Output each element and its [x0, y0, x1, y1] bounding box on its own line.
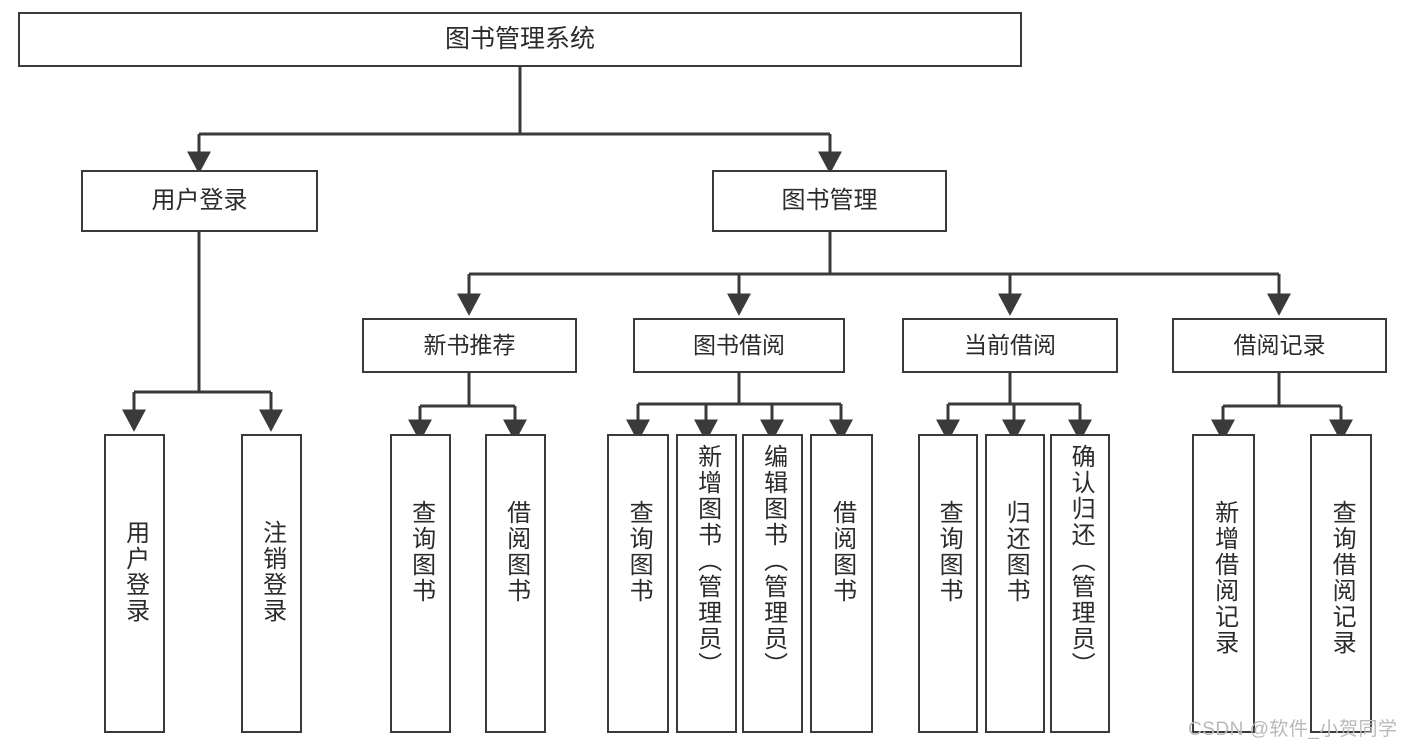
leaf-borrow-book-recommend[interactable]: 借阅图书	[485, 434, 546, 733]
node-label: 查询借阅记录	[1328, 500, 1356, 656]
node-label: 用户登录	[151, 187, 248, 215]
node-label: 注销登录	[258, 520, 286, 624]
node-label: 用户登录	[121, 520, 149, 624]
node-book-management[interactable]: 图书管理	[712, 170, 947, 232]
node-label: 新增图书（管理员）	[693, 444, 721, 678]
leaf-logout[interactable]: 注销登录	[241, 434, 302, 733]
watermark: CSDN @软件_小贺同学	[1188, 719, 1398, 740]
leaf-query-book-borrow[interactable]: 查询图书	[607, 434, 669, 733]
leaf-edit-book-admin[interactable]: 编辑图书（管理员）	[742, 434, 803, 733]
node-label: 查询图书	[625, 500, 653, 604]
node-label: 借阅图书	[502, 500, 530, 604]
leaf-add-book-admin[interactable]: 新增图书（管理员）	[676, 434, 737, 733]
node-label: 归还图书	[1002, 500, 1030, 604]
leaf-query-book-current[interactable]: 查询图书	[918, 434, 978, 733]
node-label: 新增借阅记录	[1210, 500, 1238, 656]
leaf-borrow-book[interactable]: 借阅图书	[810, 434, 873, 733]
node-label: 借阅记录	[1233, 332, 1326, 359]
node-label: 确认归还（管理员）	[1067, 444, 1095, 678]
node-label: 借阅图书	[828, 500, 856, 604]
node-user-login[interactable]: 用户登录	[81, 170, 318, 232]
node-label: 新书推荐	[423, 332, 516, 359]
node-book-borrow[interactable]: 图书借阅	[633, 318, 845, 373]
leaf-query-book-recommend[interactable]: 查询图书	[390, 434, 451, 733]
node-label: 编辑图书（管理员）	[759, 444, 787, 678]
node-new-book-recommend[interactable]: 新书推荐	[362, 318, 577, 373]
leaf-add-borrow-record[interactable]: 新增借阅记录	[1192, 434, 1255, 733]
node-label: 查询图书	[407, 500, 435, 604]
node-label: 当前借阅	[964, 332, 1056, 359]
node-label: 图书管理系统	[444, 25, 595, 54]
node-label: 图书借阅	[693, 332, 785, 359]
node-borrow-record[interactable]: 借阅记录	[1172, 318, 1387, 373]
leaf-user-login[interactable]: 用户登录	[104, 434, 165, 733]
leaf-return-book[interactable]: 归还图书	[985, 434, 1045, 733]
leaf-confirm-return-admin[interactable]: 确认归还（管理员）	[1050, 434, 1110, 733]
node-current-borrow[interactable]: 当前借阅	[902, 318, 1118, 373]
node-book-management-system[interactable]: 图书管理系统	[18, 12, 1022, 67]
node-label: 查询图书	[935, 500, 963, 604]
leaf-query-borrow-record[interactable]: 查询借阅记录	[1310, 434, 1372, 733]
node-label: 图书管理	[781, 187, 878, 215]
